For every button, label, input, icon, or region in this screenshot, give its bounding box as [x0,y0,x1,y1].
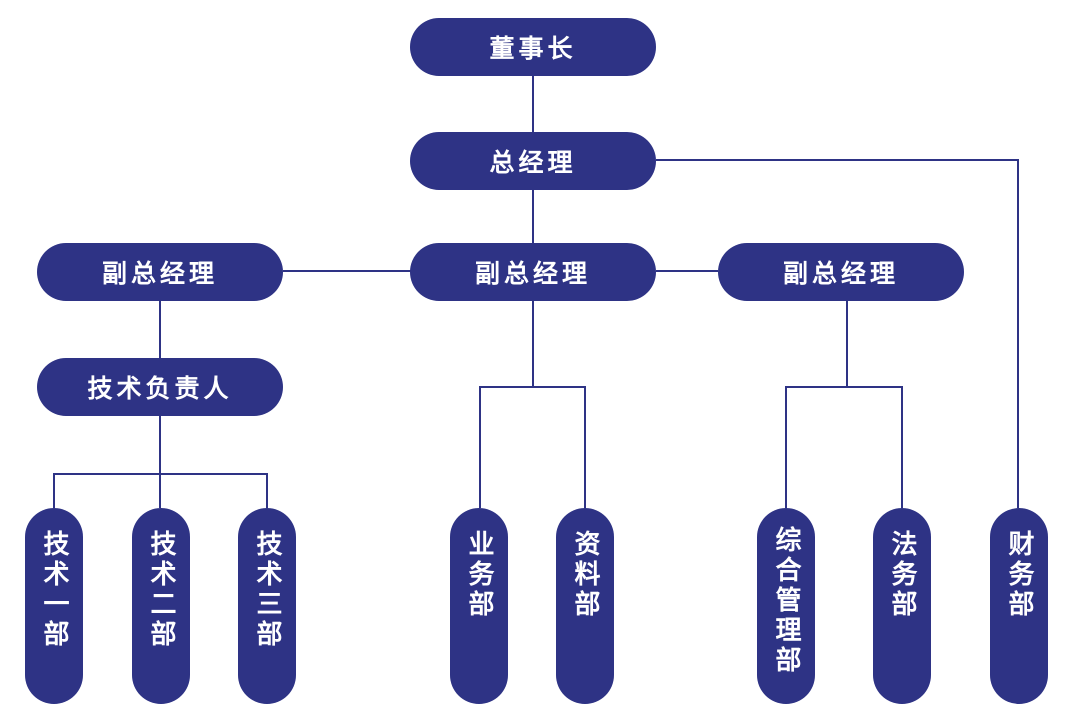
node-business-dept: 业务部 [450,508,508,704]
node-deputy-gm-right: 副总经理 [718,243,964,301]
connector-center-branch [479,386,586,508]
node-data-dept: 资料部 [556,508,614,704]
node-finance-dept: 财务部 [990,508,1048,704]
node-chairman: 董事长 [410,18,656,76]
connector-tech-branch [53,473,268,508]
node-deputy-gm-left: 副总经理 [37,243,283,301]
node-tech-dept-1: 技术一部 [25,508,83,704]
node-tech-dept-3: 技术三部 [238,508,296,704]
node-general-manager: 总经理 [410,132,656,190]
connector-gm-finance [656,159,1019,508]
node-legal-dept: 法务部 [873,508,931,704]
node-tech-lead: 技术负责人 [37,358,283,416]
node-tech-dept-2: 技术二部 [132,508,190,704]
node-deputy-gm-center: 副总经理 [410,243,656,301]
node-admin-dept: 综合管理部 [757,508,815,704]
connector-right-branch [785,386,903,508]
